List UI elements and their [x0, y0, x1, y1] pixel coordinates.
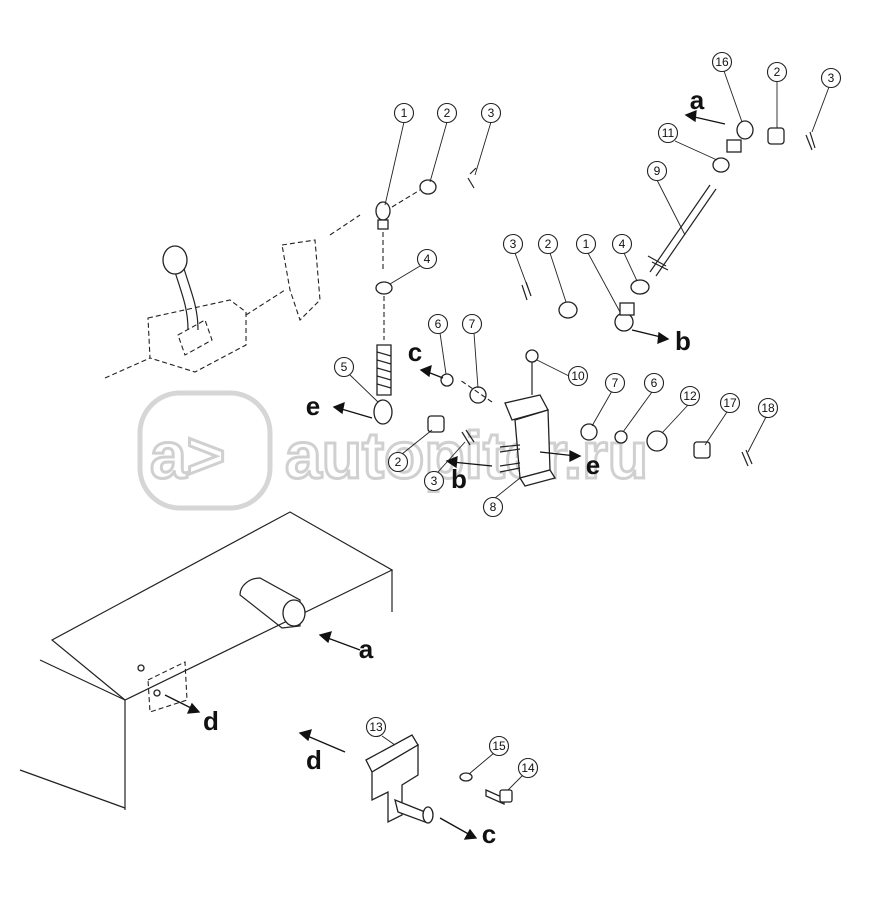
svg-text:12: 12	[683, 389, 697, 403]
svg-text:11: 11	[662, 126, 675, 140]
svg-text:5: 5	[341, 360, 348, 374]
callout-3: 3	[502, 233, 524, 255]
svg-text:18: 18	[761, 401, 775, 415]
callout-7: 7	[604, 372, 626, 394]
svg-text:13: 13	[369, 720, 383, 734]
lower-bracket	[365, 734, 513, 824]
callout-7: 7	[461, 313, 483, 335]
callout-8: 8	[482, 496, 504, 518]
callout-3: 3	[820, 67, 842, 89]
mounting-box	[19, 511, 394, 810]
callout-11: 11	[657, 122, 679, 144]
callout-6: 6	[643, 372, 665, 394]
letter-d: d	[203, 706, 219, 736]
callout-4: 4	[416, 248, 438, 270]
callout-15: 15	[488, 735, 510, 757]
bracket-assembly	[440, 349, 753, 487]
svg-text:17: 17	[723, 396, 737, 410]
svg-text:3: 3	[431, 474, 438, 488]
svg-text:3: 3	[488, 106, 495, 120]
callout-18: 18	[757, 397, 779, 419]
shift-lever-housing	[104, 214, 361, 379]
callout-2: 2	[387, 451, 409, 473]
callout-1: 1	[575, 233, 597, 255]
callout-5: 5	[333, 356, 355, 378]
letter-e: e	[586, 450, 600, 480]
callout-2: 2	[766, 61, 788, 83]
callout-17: 17	[719, 392, 741, 414]
svg-text:4: 4	[619, 237, 626, 251]
letter-a: a	[690, 85, 705, 115]
svg-text:14: 14	[521, 761, 535, 775]
letter-b: b	[675, 326, 691, 356]
callout-12: 12	[679, 385, 701, 407]
letter-c: c	[408, 337, 422, 367]
callout-10: 10	[567, 365, 589, 387]
svg-text:7: 7	[469, 317, 476, 331]
svg-text:3: 3	[828, 71, 835, 85]
svg-text:6: 6	[651, 376, 658, 390]
svg-text:10: 10	[571, 369, 585, 383]
callout-3: 3	[423, 470, 445, 492]
callout-1: 1	[393, 102, 415, 124]
svg-text:2: 2	[395, 455, 402, 469]
svg-text:9: 9	[654, 164, 661, 178]
svg-text:15: 15	[492, 739, 506, 753]
callout-4: 4	[611, 233, 633, 255]
svg-text:2: 2	[545, 237, 552, 251]
rod-end-assembly-upper	[373, 167, 477, 446]
svg-text:2: 2	[774, 65, 781, 79]
svg-text:4: 4	[424, 252, 431, 266]
callout-2: 2	[537, 233, 559, 255]
letter-d: d	[306, 745, 322, 775]
svg-text:2: 2	[444, 106, 451, 120]
rod-end-assembly-right	[521, 120, 816, 332]
watermark: a> autopiter.ru	[137, 390, 650, 511]
svg-text:1: 1	[583, 237, 590, 251]
svg-text:16: 16	[715, 55, 729, 69]
watermark-logo: a>	[150, 418, 225, 492]
callout-13: 13	[365, 716, 387, 738]
callout-14: 14	[517, 757, 539, 779]
svg-text:7: 7	[612, 376, 619, 390]
letter-c: c	[482, 819, 496, 849]
callout-9: 9	[646, 160, 668, 182]
svg-text:8: 8	[490, 500, 497, 514]
direction-arrows	[164, 109, 726, 840]
letter-b: b	[451, 464, 467, 494]
svg-text:6: 6	[435, 317, 442, 331]
letter-e: e	[306, 391, 320, 421]
svg-text:1: 1	[401, 106, 408, 120]
callout-6: 6	[427, 313, 449, 335]
leader-lines	[349, 70, 830, 791]
callout-2: 2	[436, 102, 458, 124]
svg-text:3: 3	[510, 237, 517, 251]
letter-a: a	[359, 634, 374, 664]
callout-3: 3	[480, 102, 502, 124]
callout-16: 16	[711, 51, 733, 73]
